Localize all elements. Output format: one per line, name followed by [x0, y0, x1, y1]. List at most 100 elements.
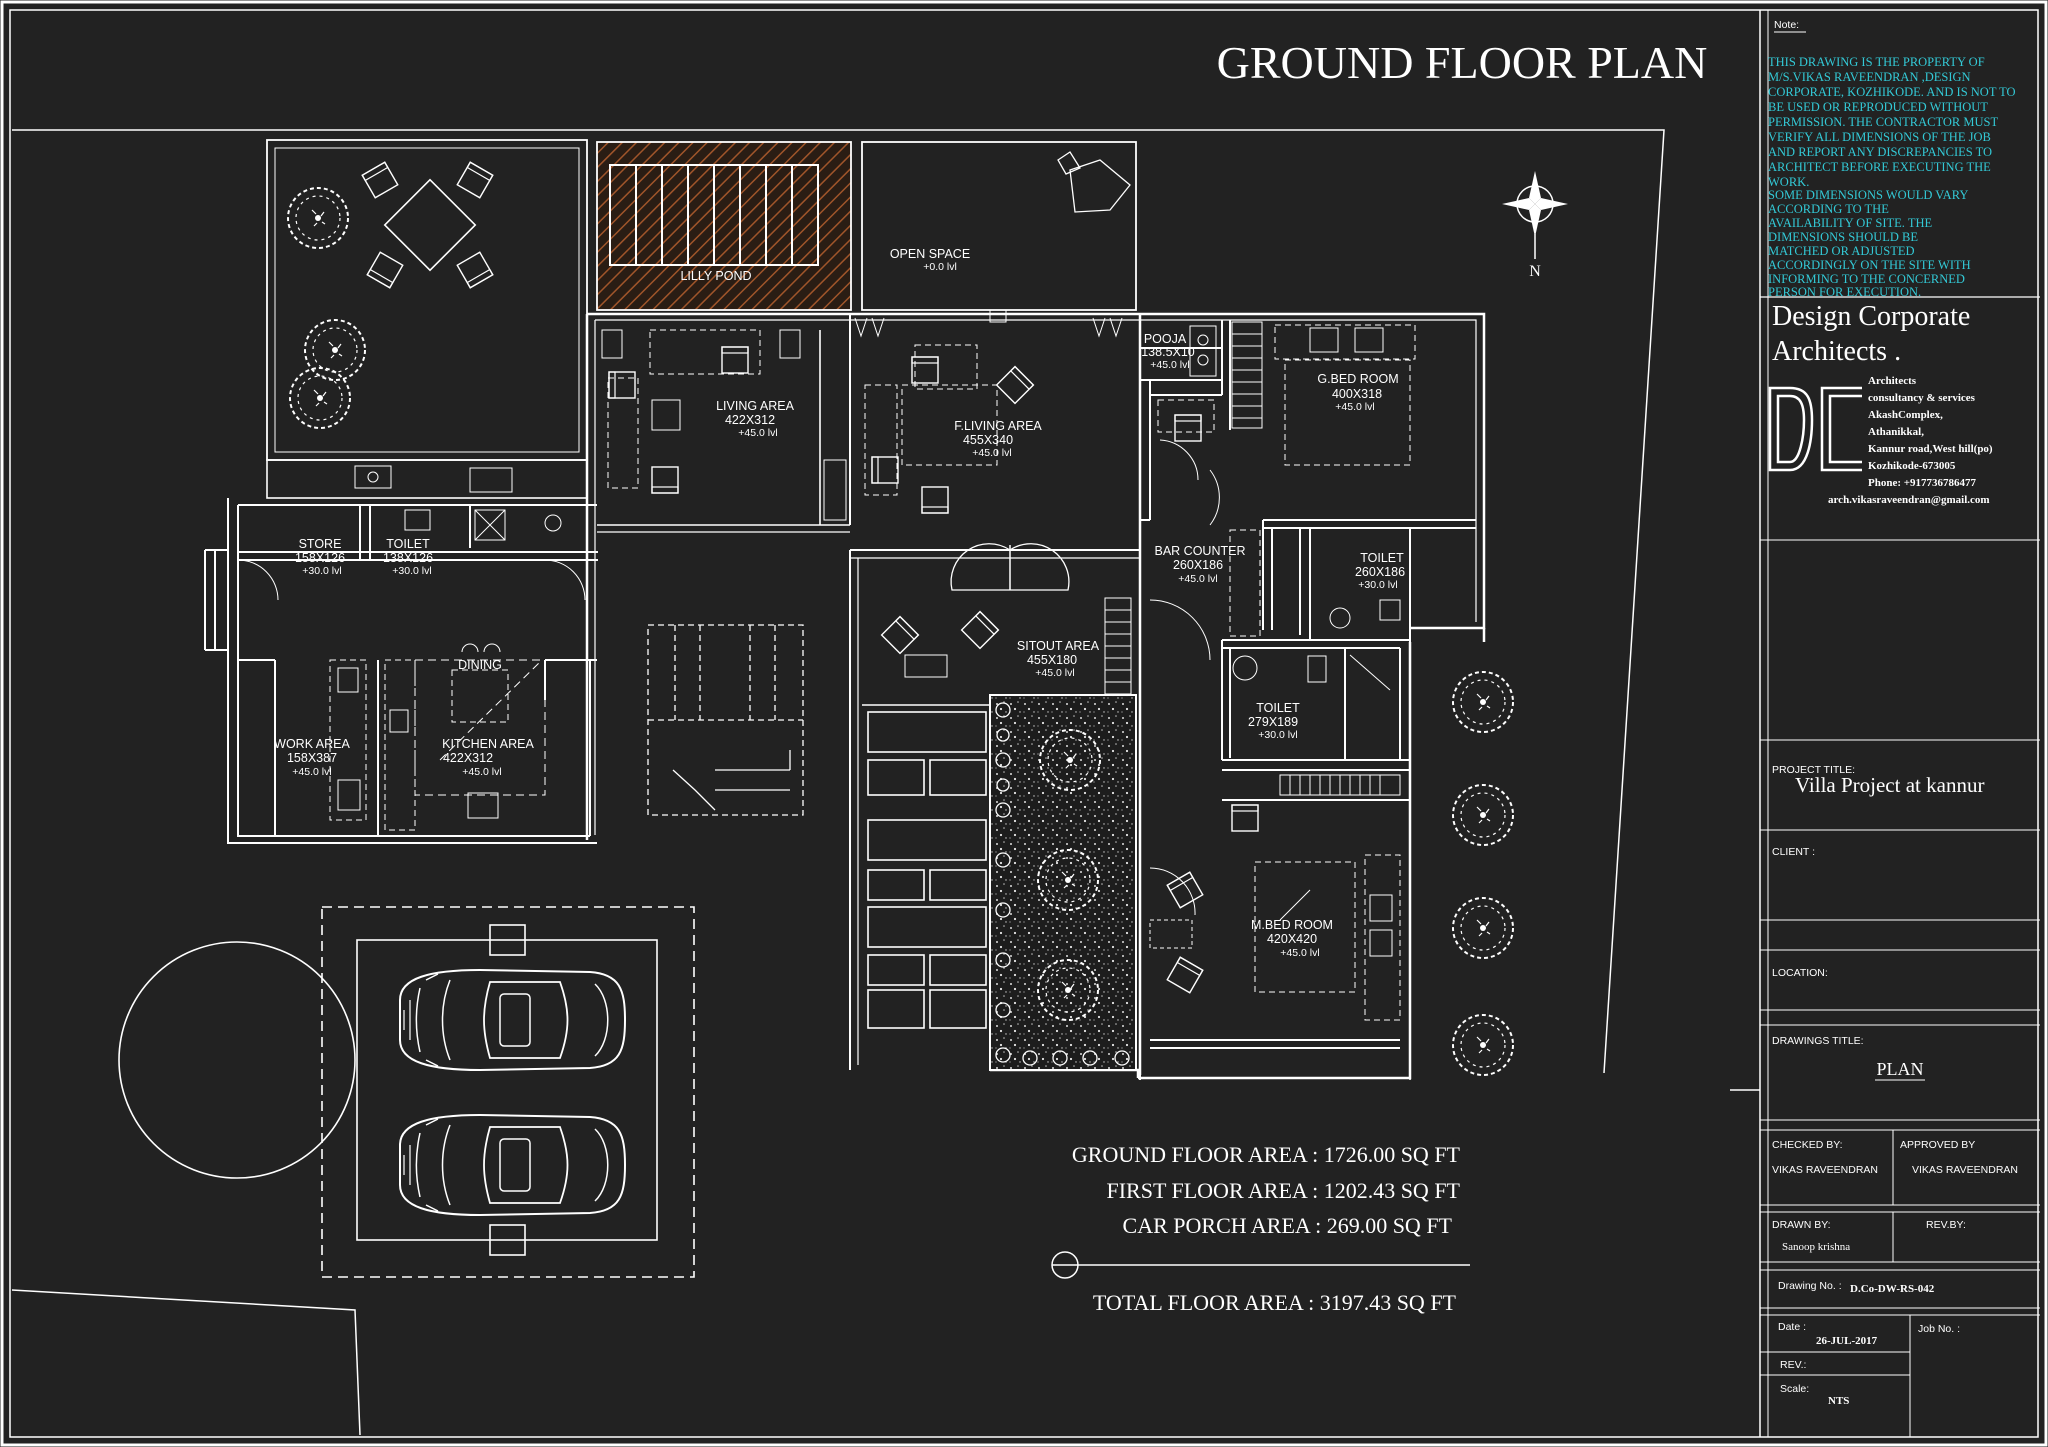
note-line: AND REPORT ANY DISCREPANCIES TO [1768, 145, 1992, 159]
project-title-label: PROJECT TITLE: [1772, 764, 1855, 776]
toilet-mid-label: TOILET [1256, 701, 1300, 715]
firm-logo-icon [1768, 386, 1862, 472]
note-heading: Note: [1774, 19, 1799, 31]
sitout-area-label: SITOUT AREA [1017, 639, 1100, 653]
f-living-area-level: +45.0 lvl [972, 447, 1011, 459]
rev-by-label: REV.BY: [1926, 1219, 1966, 1231]
toilet-right-level: +30.0 lvl [1358, 579, 1397, 591]
kitchen-area-label: KITCHEN AREA [442, 737, 534, 751]
toilet-mid-level: +30.0 lvl [1258, 729, 1297, 741]
living-area-level: +45.0 lvl [738, 427, 777, 439]
tree-icon [1452, 1014, 1514, 1076]
f-living-area-size: 455X340 [963, 433, 1013, 447]
ground-floor-area: GROUND FLOOR AREA : 1726.00 SQ FT [1072, 1142, 1461, 1167]
client-label: CLIENT : [1772, 846, 1815, 858]
garden-table-icon [361, 161, 494, 289]
car-icon [399, 1114, 626, 1216]
staircase [647, 624, 804, 816]
m-bed-room-size: 420X420 [1267, 932, 1317, 946]
rev-label: REV.: [1780, 1359, 1806, 1371]
drawn-by: Sanoop krishna [1782, 1241, 1850, 1253]
address-line: Kannur road,West hill(po) [1868, 443, 1993, 455]
site-boundary-lower [11, 1289, 361, 1436]
note2-line: MATCHED OR ADJUSTED [1768, 244, 1915, 258]
sitout-area-size: 455X180 [1027, 653, 1077, 667]
firm-name-line1: Design Corporate [1772, 301, 1970, 332]
open-space-level: +0.0 lvl [923, 261, 957, 273]
car-icon [399, 969, 626, 1071]
bar-counter-size: 260X186 [1173, 558, 1223, 572]
note2-line: PERSON FOR EXECUTION. [1768, 285, 1921, 299]
courtyard-gravel [989, 694, 1137, 1071]
kitchen-area-level: +45.0 lvl [462, 766, 501, 778]
tree-icon [287, 187, 349, 249]
drawn-by-label: DRAWN BY: [1772, 1219, 1831, 1231]
note-line: CORPORATE, KOZHIKODE. AND IS NOT TO [1768, 85, 2016, 99]
scale: NTS [1828, 1395, 1849, 1407]
address-line: AkashComplex, [1868, 409, 1943, 421]
stepping-stones [867, 711, 987, 1029]
note2-line: SOME DIMENSIONS WOULD VARY [1768, 188, 1968, 202]
living-area-size: 422X312 [725, 413, 775, 427]
total-floor-area: TOTAL FLOOR AREA : 3197.43 SQ FT [1093, 1290, 1457, 1315]
note2-line: ACCORDING TO THE [1768, 202, 1889, 216]
note-line: BE USED OR REPRODUCED WITHOUT [1768, 100, 1988, 114]
north-label: N [1529, 263, 1541, 280]
date-label: Date : [1778, 1321, 1806, 1333]
tree-icon [1452, 897, 1514, 959]
site-boundary [12, 129, 1665, 1074]
rock-icon [1057, 151, 1131, 213]
toilet-small-label: TOILET [386, 537, 430, 551]
address-line: Phone: +917736786477 [1868, 477, 1977, 489]
title-block: Note: THIS DRAWING IS THE PROPERTY OF M/… [1759, 10, 2040, 1437]
checked-by-label: CHECKED BY: [1772, 1139, 1843, 1151]
north-arrow-icon: N [1502, 171, 1568, 280]
note2-line: AVAILABILITY OF SITE. THE [1768, 216, 1932, 230]
lilly-pond [596, 141, 852, 311]
note-line: M/S.VIKAS RAVEENDRAN ,DESIGN [1768, 70, 1971, 84]
note-line: PERMISSION. THE CONTRACTOR MUST [1768, 115, 1998, 129]
living-area-label: LIVING AREA [716, 399, 794, 413]
bar-counter-label: BAR COUNTER [1155, 544, 1246, 558]
address-line: Kozhikode-673005 [1868, 460, 1956, 472]
bar-counter-level: +45.0 lvl [1178, 573, 1217, 585]
date: 26-JUL-2017 [1816, 1335, 1878, 1347]
sitout-area-level: +45.0 lvl [1035, 667, 1074, 679]
approved-by-label: APPROVED BY [1900, 1139, 1975, 1151]
pooja-label: POOJA [1144, 332, 1187, 346]
drawings-title-label: DRAWINGS TITLE: [1772, 1035, 1864, 1047]
approved-by: VIKAS RAVEENDRAN [1912, 1164, 2018, 1176]
sheet-inner-border [9, 9, 2039, 1438]
firm-name-line2: Architects . [1772, 336, 1901, 367]
store-label: STORE [299, 537, 342, 551]
job-no-label: Job No. : [1918, 1323, 1960, 1335]
work-area-level: +45.0 lvl [292, 766, 331, 778]
m-bed-room-label: M.BED ROOM [1251, 918, 1333, 932]
dining-label: DINING [458, 658, 502, 672]
tree-icon [1452, 784, 1514, 846]
address-line: Architects [1868, 375, 1917, 387]
address-line: Athanikkal, [1868, 426, 1924, 438]
turning-circle [118, 941, 356, 1179]
work-area-size: 158X387 [287, 751, 337, 765]
drawing-no: D.Co-DW-RS-042 [1850, 1283, 1935, 1295]
note-line: ARCHITECT BEFORE EXECUTING THE [1768, 160, 1991, 174]
kitchen-area-size: 422X312 [443, 751, 493, 765]
address-line: arch.vikasraveendran@gmail.com [1828, 494, 1990, 506]
pooja-size: 138.5X10 [1141, 345, 1195, 359]
open-space-label: OPEN SPACE [890, 247, 970, 261]
toilet-right-label: TOILET [1360, 551, 1404, 565]
floor-plan: LILLY POND OPEN SPACE +0.0 lvl [118, 139, 1514, 1278]
g-bed-room-size: 400X318 [1332, 387, 1382, 401]
note-line: WORK. [1768, 175, 1809, 189]
g-bed-room-level: +45.0 lvl [1335, 401, 1374, 413]
car-porch [321, 906, 695, 1278]
note-line: THIS DRAWING IS THE PROPERTY OF [1768, 55, 1985, 69]
f-living-area-label: F.LIVING AREA [954, 419, 1042, 433]
work-area-label: WORK AREA [274, 737, 350, 751]
car-porch-area: CAR PORCH AREA : 269.00 SQ FT [1123, 1213, 1453, 1238]
toilet-right-size: 260X186 [1355, 565, 1405, 579]
scale-label: Scale: [1780, 1383, 1809, 1395]
store-size: 158X126 [295, 551, 345, 565]
